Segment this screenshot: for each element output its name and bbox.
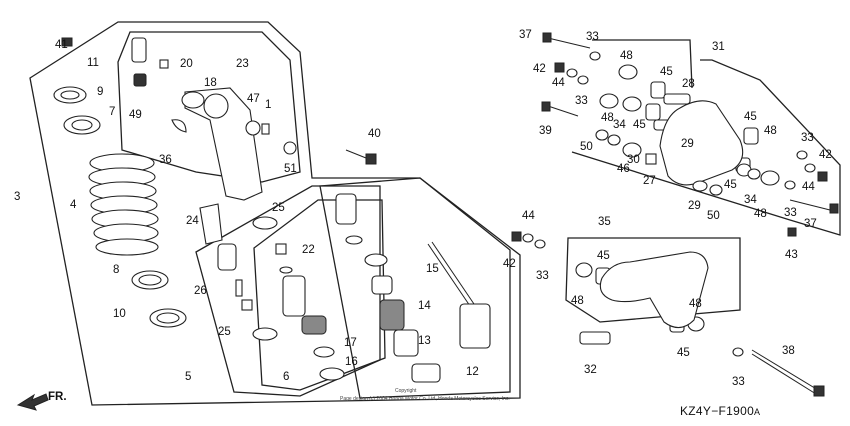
callout-32: 32	[584, 364, 597, 376]
callout-48: 48	[754, 208, 767, 220]
callout-29: 29	[681, 138, 694, 150]
callout-28: 28	[682, 78, 695, 90]
callout-17: 17	[344, 337, 357, 349]
callout-45: 45	[744, 111, 757, 123]
callout-40: 40	[368, 128, 381, 140]
callout-38: 38	[782, 345, 795, 357]
callout-44: 44	[802, 181, 815, 193]
callout-26: 26	[194, 285, 207, 297]
callout-37: 37	[804, 218, 817, 230]
callout-47: 47	[247, 93, 260, 105]
callout-41: 41	[55, 39, 68, 51]
callout-12: 12	[466, 366, 479, 378]
callout-30: 30	[627, 154, 640, 166]
copyright-label: Copyright	[395, 388, 417, 394]
callout-48: 48	[764, 125, 777, 137]
callout-31: 31	[712, 41, 725, 53]
callout-33: 33	[801, 132, 814, 144]
callout-43: 43	[785, 249, 798, 261]
callout-46: 46	[617, 163, 630, 175]
callout-34: 34	[613, 119, 626, 131]
callout-34: 34	[744, 194, 757, 206]
callout-33: 33	[732, 376, 745, 388]
copyright-notice: Page design (c) 2004 Honda Motor Co. Ltd…	[340, 396, 510, 402]
callout-48: 48	[689, 298, 702, 310]
callout-45: 45	[660, 66, 673, 78]
callout-33: 33	[586, 31, 599, 43]
callout-18: 18	[204, 77, 217, 89]
callout-3: 3	[14, 191, 20, 203]
callout-9: 9	[97, 86, 103, 98]
callout-42: 42	[533, 63, 546, 75]
callout-25: 25	[218, 326, 231, 338]
callout-1: 1	[265, 99, 271, 111]
callout-16: 16	[345, 356, 358, 368]
shock-absorber-group-frame	[29, 21, 521, 406]
callout-20: 20	[180, 58, 193, 70]
callout-8: 8	[113, 264, 119, 276]
callout-37: 37	[519, 29, 532, 41]
callout-44: 44	[522, 210, 535, 222]
callout-42: 42	[503, 258, 516, 270]
callout-4: 4	[70, 199, 77, 211]
callout-33: 33	[575, 95, 588, 107]
callout-33: 33	[536, 270, 549, 282]
linkage-parts	[511, 32, 839, 397]
callout-44: 44	[552, 77, 565, 89]
front-direction-label: FR.	[48, 391, 67, 403]
callout-48: 48	[601, 112, 614, 124]
callout-50: 50	[707, 210, 720, 222]
callout-22: 22	[302, 244, 315, 256]
callout-23: 23	[236, 58, 249, 70]
callout-27: 27	[643, 175, 656, 187]
callout-45: 45	[677, 347, 690, 359]
diagram-code-main: KZ4Y−F1900	[680, 404, 754, 418]
callout-39: 39	[539, 125, 552, 137]
callout-33: 33	[784, 207, 797, 219]
callout-6: 6	[283, 371, 289, 383]
callout-14: 14	[418, 300, 431, 312]
callout-29: 29	[688, 200, 701, 212]
callout-48: 48	[620, 50, 633, 62]
diagram-code: KZ4Y−F1900A	[680, 404, 760, 418]
callout-15: 15	[426, 263, 439, 275]
callout-11: 11	[87, 57, 99, 69]
callout-48: 48	[571, 295, 584, 307]
callout-10: 10	[113, 308, 126, 320]
callout-5: 5	[185, 371, 191, 383]
callout-45: 45	[724, 179, 737, 191]
callout-25: 25	[272, 202, 285, 214]
callout-7: 7	[109, 106, 115, 118]
callout-35: 35	[598, 216, 611, 228]
diagram-code-suffix: A	[754, 407, 760, 417]
callout-45: 45	[597, 250, 610, 262]
callout-42: 42	[819, 149, 832, 161]
callout-24: 24	[186, 215, 199, 227]
callout-49: 49	[129, 109, 142, 121]
shock-absorber-parts	[53, 37, 491, 383]
callout-45: 45	[633, 119, 646, 131]
callout-51: 51	[284, 163, 297, 175]
callout-36: 36	[159, 154, 172, 166]
callout-50: 50	[580, 141, 593, 153]
front-direction-arrow	[16, 393, 49, 411]
callout-13: 13	[418, 335, 431, 347]
